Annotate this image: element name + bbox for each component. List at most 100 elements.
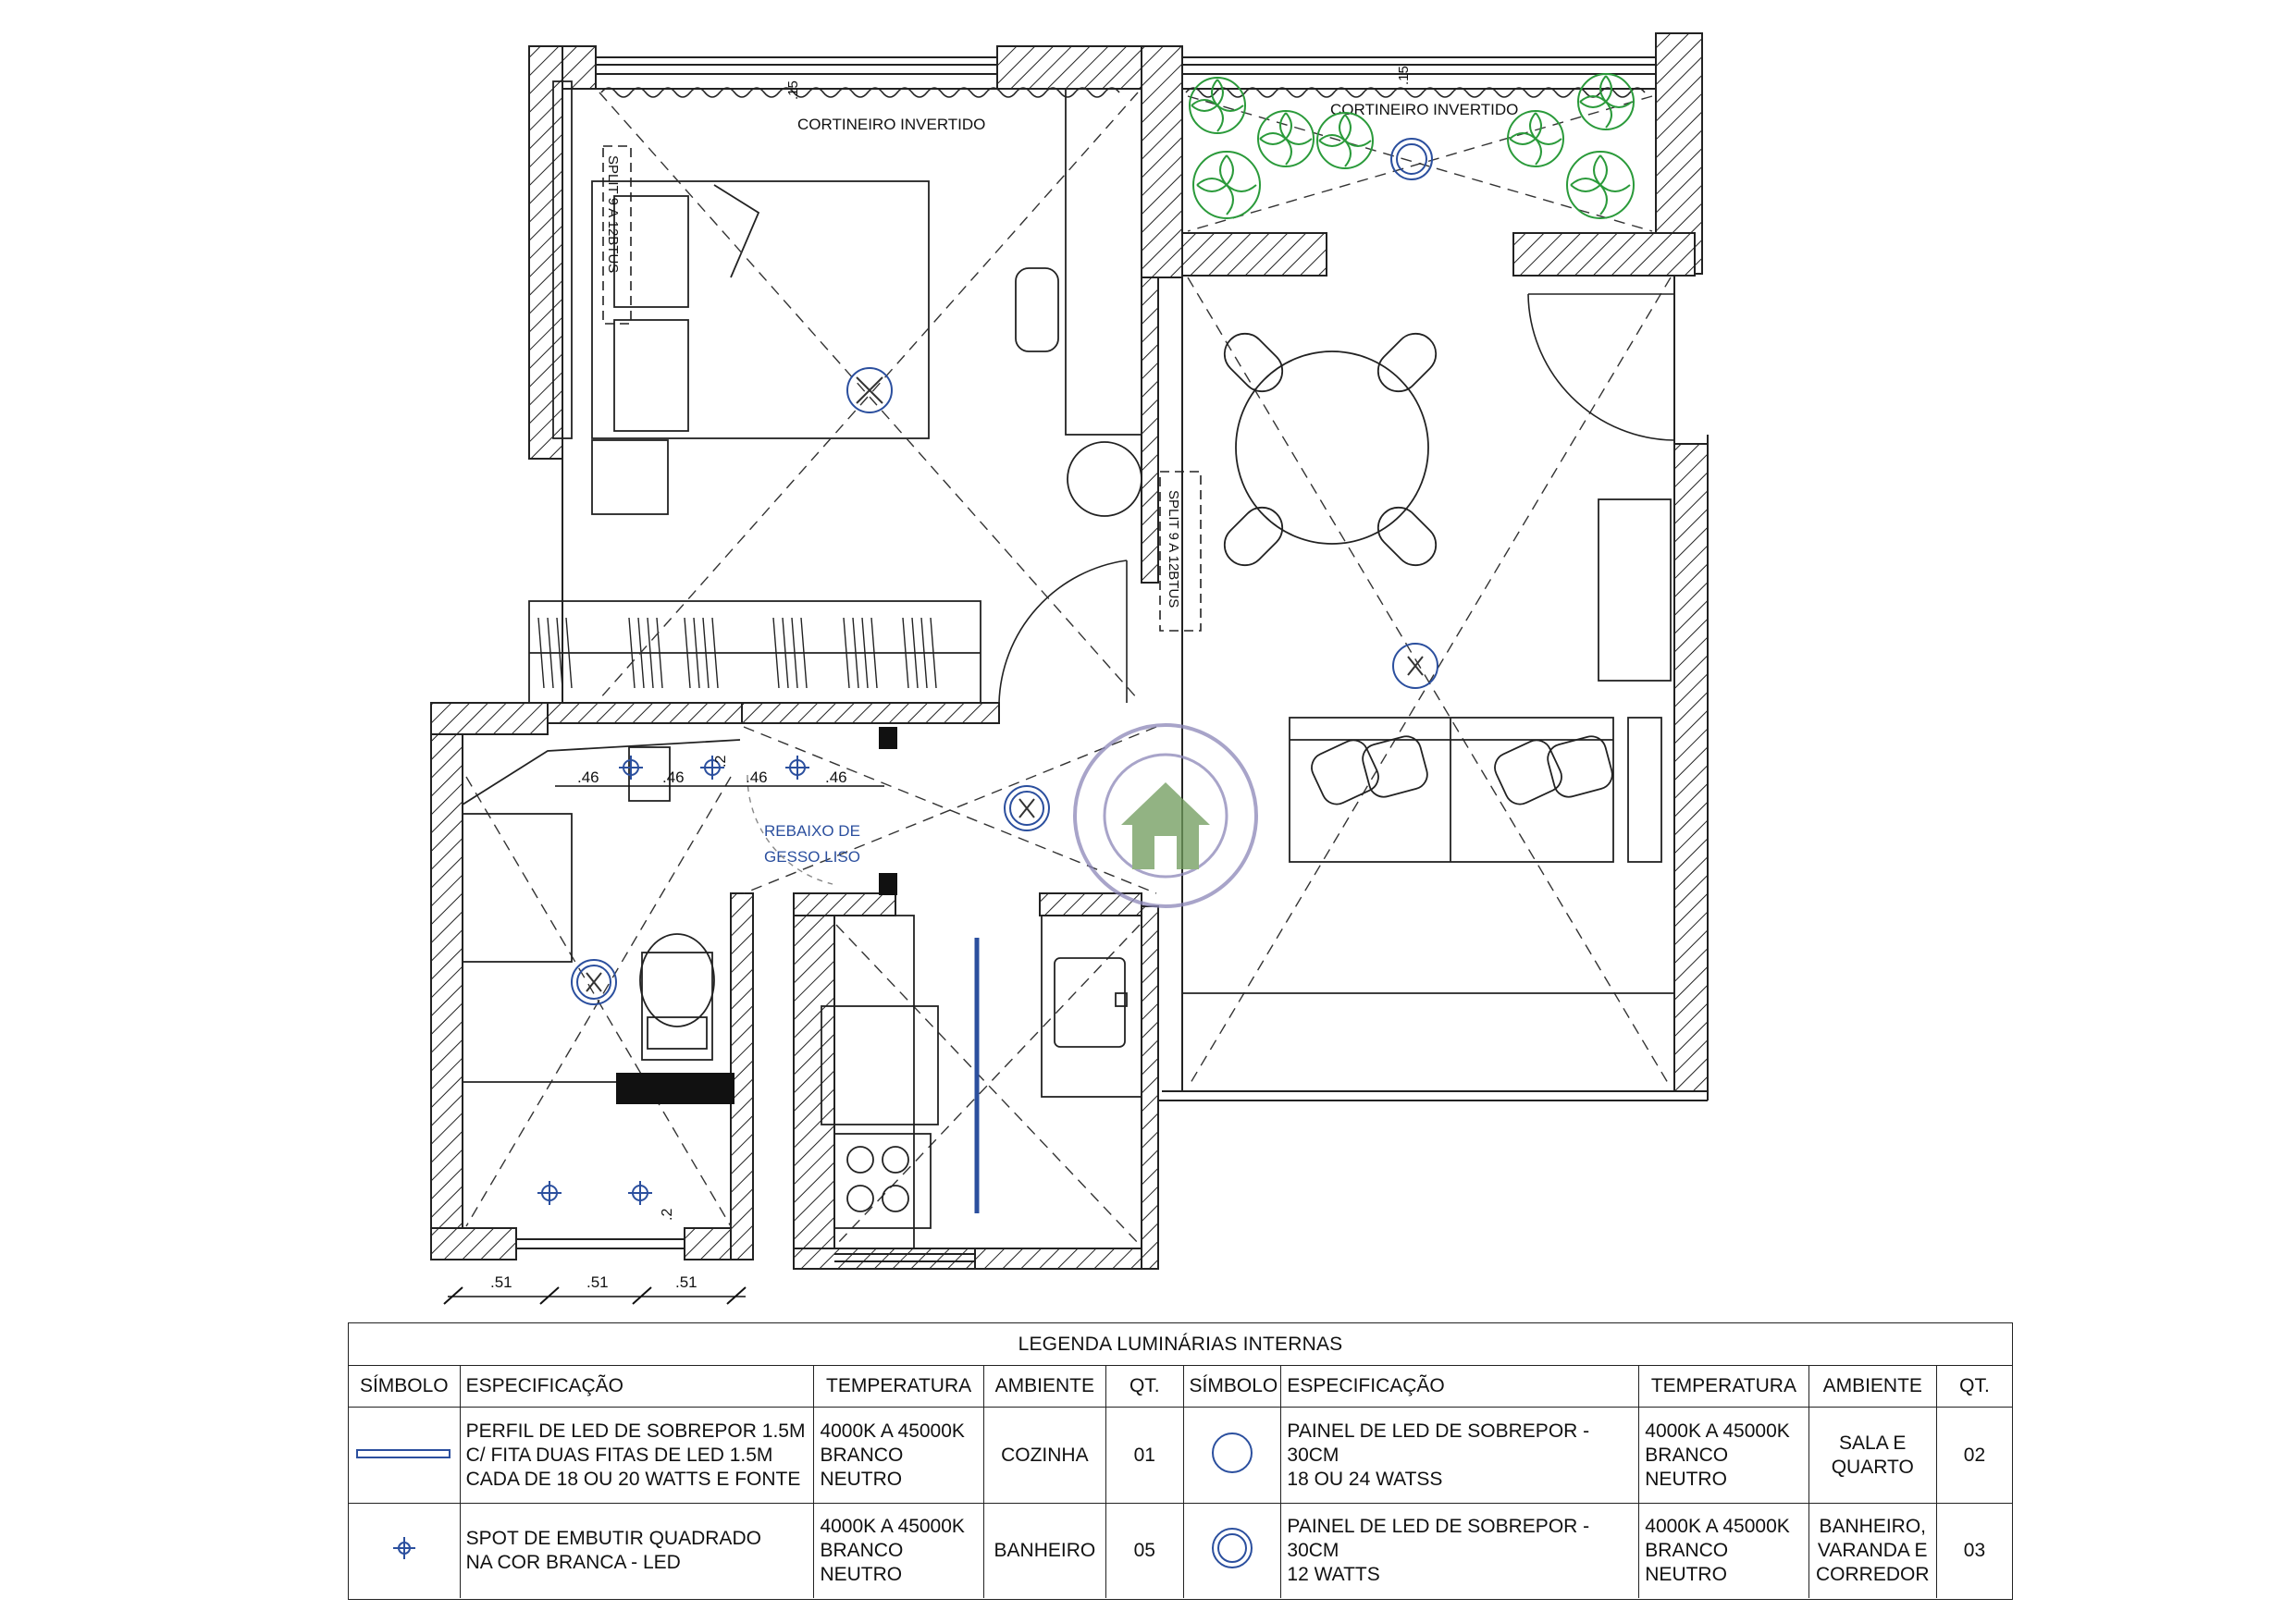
- ac-labels: SPLIT 9 A 12BTUS SPLIT 9 A 12BTUS: [605, 155, 1181, 608]
- spec-cell: PERFIL DE LED DE SOBREPOR 1.5M C/ FITA D…: [459, 1407, 815, 1504]
- kitchen-fixtures: [821, 915, 1142, 1249]
- ambiente-cell: SALA E QUARTO: [1808, 1407, 1937, 1504]
- spec-line: SPOT DE EMBUTIR QUADRADO: [465, 1527, 761, 1549]
- cortineiro-right-label: CORTINEIRO INVERTIDO: [1330, 101, 1518, 118]
- symbol-cell: [1182, 1407, 1282, 1504]
- house-icon: [1121, 782, 1210, 869]
- balcony-panel-icon: [1390, 138, 1433, 180]
- header-qt-left: QT.: [1105, 1366, 1184, 1408]
- qt-cell: 03: [1935, 1503, 2012, 1598]
- rebaixo-label-2: GESSO LISO: [764, 848, 860, 866]
- spec-line: C/ FITA DUAS FITAS DE LED 1.5M: [465, 1444, 773, 1466]
- ambiente-line: BANHEIRO,: [1819, 1515, 1926, 1537]
- dim-46-a: .46: [577, 768, 599, 786]
- bottom-dimensions: .51 .51 .51: [443, 1273, 747, 1305]
- dim-46-d: .46: [825, 768, 847, 786]
- temp-cell: 4000K A 45000K BRANCO NEUTRO: [1638, 1503, 1809, 1598]
- closet: [528, 600, 981, 704]
- temp-cell: 4000K A 45000K BRANCO NEUTRO: [813, 1407, 984, 1504]
- sink: [1054, 957, 1126, 1048]
- symbol-cell: [1182, 1503, 1282, 1598]
- counter: [833, 915, 915, 1249]
- dim-15-right: .15: [1396, 66, 1412, 85]
- bathroom-panel-icon: [571, 959, 617, 1005]
- dim-51-b: .51: [586, 1273, 609, 1291]
- temp-line: BRANCO NEUTRO: [1645, 1444, 1729, 1490]
- qt-cell: 05: [1105, 1503, 1184, 1598]
- dim-2-bottom: .2: [660, 1209, 675, 1221]
- post-1: [879, 727, 897, 749]
- led-profile-icon: [355, 1448, 451, 1458]
- temp-cell: 4000K A 45000K BRANCO NEUTRO: [1638, 1407, 1809, 1504]
- symbol-cell: [349, 1503, 461, 1598]
- header-temperatura-left: TEMPERATURA: [813, 1366, 984, 1408]
- side-table: [1627, 717, 1662, 863]
- ambiente-line: QUARTO: [1831, 1456, 1914, 1478]
- plants: [1189, 73, 1635, 219]
- living-panel-icon: [1392, 643, 1438, 689]
- desk: [1065, 88, 1142, 436]
- spec-line: 18 OU 24 WATSS: [1287, 1468, 1443, 1490]
- legend-row: PERFIL DE LED DE SOBREPOR 1.5M C/ FITA D…: [349, 1407, 2012, 1504]
- header-especificacao-left: ESPECIFICAÇÃO: [459, 1366, 815, 1408]
- balcony-door: [1527, 293, 1675, 441]
- panel-12w-icon: [1211, 1527, 1253, 1568]
- curtain-lines: [600, 87, 1646, 98]
- ambiente-line: SALA E: [1839, 1432, 1907, 1454]
- rebaixo-label-1: REBAIXO DE: [764, 822, 860, 840]
- ambiente-line: VARANDA E: [1817, 1539, 1928, 1561]
- sink-counter: [1041, 915, 1142, 1098]
- header-qt-right: QT.: [1935, 1366, 2012, 1408]
- split-bedroom-label: SPLIT 9 A 12BTUS: [605, 155, 621, 273]
- temp-cell: 4000K A 45000K BRANCO NEUTRO: [813, 1503, 984, 1598]
- header-simbolo-right: SÍMBOLO: [1182, 1366, 1282, 1408]
- walls: [430, 32, 1709, 1270]
- header-especificacao-right: ESPECIFICAÇÃO: [1280, 1366, 1640, 1408]
- light-fixtures: [537, 138, 1438, 1205]
- header-ambiente-right: AMBIENTE: [1808, 1366, 1937, 1408]
- dim-15-left: .15: [785, 80, 801, 100]
- bathroom-dimensions: .46 .46 .46 .46 .2 .2: [555, 756, 884, 1221]
- temp-line: BRANCO NEUTRO: [1645, 1539, 1729, 1585]
- spec-line: CADA DE 18 OU 20 WATTS E FONTE: [465, 1468, 801, 1490]
- bedroom-furniture: [528, 80, 1142, 704]
- shower-bar: [616, 1073, 734, 1104]
- temp-line: 4000K A 45000K: [820, 1420, 965, 1442]
- header-temperatura-right: TEMPERATURA: [1638, 1366, 1809, 1408]
- spec-line: 12 WATTS: [1287, 1563, 1380, 1585]
- post-2: [879, 873, 897, 895]
- ac-units: [602, 145, 1202, 632]
- spot-icon-3: [785, 756, 809, 780]
- cortineiro-left-label: CORTINEIRO INVERTIDO: [797, 116, 985, 133]
- pillow-2: [613, 319, 689, 432]
- header-ambiente-left: AMBIENTE: [982, 1366, 1107, 1408]
- spec-cell: PAINEL DE LED DE SOBREPOR - 30CM 12 WATT…: [1280, 1503, 1640, 1598]
- legend-row: SPOT DE EMBUTIR QUADRADO NA COR BRANCA -…: [349, 1503, 2012, 1598]
- watermark-logo: [1073, 723, 1258, 908]
- spot-icon-1: [619, 756, 643, 780]
- spec-line: PAINEL DE LED DE SOBREPOR - 30CM: [1287, 1515, 1590, 1561]
- dim-46-b: .46: [662, 768, 685, 786]
- corridor-panel-icon: [1004, 785, 1050, 831]
- spec-line: NA COR BRANCA - LED: [465, 1551, 681, 1573]
- window-bench: [552, 80, 573, 439]
- legend-table: SÍMBOLO ESPECIFICAÇÃO TEMPERATURA AMBIEN…: [349, 1366, 2012, 1598]
- cooktop: [833, 1133, 932, 1229]
- spec-line: PAINEL DE LED DE SOBREPOR - 30CM: [1287, 1420, 1590, 1466]
- temp-line: 4000K A 45000K: [1645, 1420, 1790, 1442]
- legend-title: LEGENDA LUMINÁRIAS INTERNAS: [349, 1323, 2012, 1366]
- toilet: [641, 952, 713, 1061]
- tv-panel: [1598, 498, 1672, 682]
- ambiente-cell: BANHEIRO, VARANDA E CORREDOR: [1808, 1503, 1937, 1598]
- dim-2-top: .2: [713, 756, 729, 768]
- ceiling-diagonals: [465, 92, 1672, 1246]
- spot-icon-4: [537, 1181, 562, 1205]
- closet-hangers: [537, 617, 937, 689]
- temp-line: 4000K A 45000K: [1645, 1515, 1790, 1537]
- temp-line: BRANCO NEUTRO: [820, 1539, 904, 1585]
- legend-header-row: SÍMBOLO ESPECIFICAÇÃO TEMPERATURA AMBIEN…: [349, 1366, 2012, 1408]
- legend-table-container: LEGENDA LUMINÁRIAS INTERNAS SÍMBOLO ESPE…: [348, 1322, 2013, 1600]
- dim-51-a: .51: [490, 1273, 512, 1291]
- qt-cell: 02: [1935, 1407, 2012, 1504]
